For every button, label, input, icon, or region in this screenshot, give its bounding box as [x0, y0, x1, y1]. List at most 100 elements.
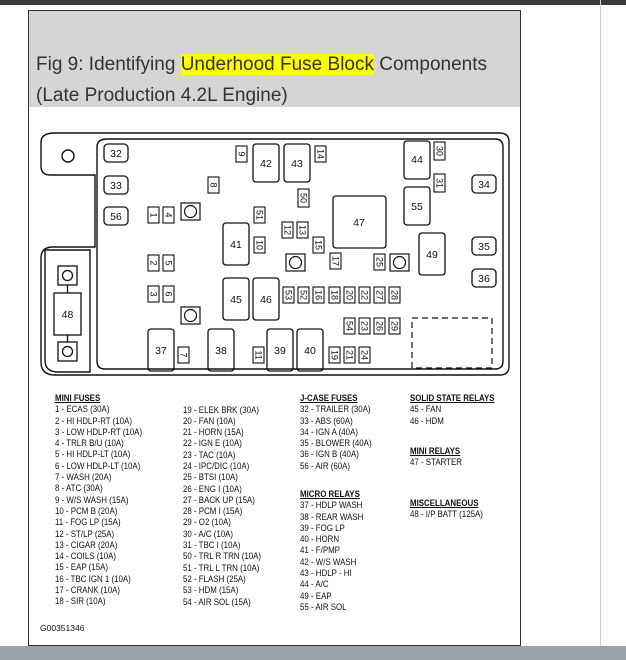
mini-fuse-52	[297, 286, 310, 304]
mini-fuse-label-29: 29	[390, 321, 400, 331]
battery-fuse-terminal-bottom	[57, 341, 78, 362]
mini-fuse-27	[373, 286, 386, 304]
relay-39	[266, 328, 294, 372]
legend-item: 10 - PCM B (20A)	[55, 505, 118, 516]
mini-fuse-label-25: 25	[375, 257, 385, 267]
socket-3	[389, 253, 410, 272]
relay-38	[207, 328, 235, 372]
mini-fuse-11	[252, 346, 265, 364]
mini-fuse-12	[281, 221, 294, 239]
jcase-fuse-56	[103, 206, 129, 226]
legend-item: 18 - SIR (10A)	[55, 596, 106, 607]
legend-jcase-list: 32 - TRAILER (30A)33 - ABS (60A)34 - IGN…	[300, 404, 372, 472]
legend-item: 4 - TRLR B/U (10A)	[55, 438, 124, 449]
fuse-block-inner-outline	[96, 138, 504, 370]
mini-fuse-label-20: 20	[345, 290, 355, 300]
label-46: 46	[260, 294, 272, 306]
relay-45	[222, 277, 250, 321]
mini-fuse-14	[314, 145, 327, 163]
browser-bottom-bar	[0, 646, 626, 660]
legend-item: 7 - WASH (20A)	[55, 472, 112, 483]
legend-item: 8 - ATC (30A)	[55, 483, 103, 494]
mini-fuse-label-31: 31	[435, 178, 445, 188]
label-39: 39	[274, 345, 286, 357]
label-33: 33	[110, 180, 122, 192]
mini-fuse-20	[343, 286, 356, 304]
mini-fuse-label-11: 11	[254, 350, 264, 359]
legend-item: 40 - HORN	[300, 534, 340, 545]
figure-frame	[28, 10, 521, 646]
legend-mini-fuses-2: 19 - ELEK BRK (30A)20 - FAN (10A)21 - HO…	[183, 405, 261, 608]
label-38: 38	[215, 345, 227, 357]
legend-item: 12 - ST/LP (25A)	[55, 528, 115, 539]
legend-item: 39 - FOG LP	[300, 522, 345, 533]
mini-fuse-24	[358, 346, 371, 364]
mini-fuse-23	[358, 317, 371, 335]
legend-item: 30 - A/C (10A)	[183, 528, 234, 539]
mini-fuse-label-54: 54	[345, 321, 355, 331]
relay-37	[147, 328, 175, 372]
caption-line2: (Late Production 4.2L Engine)	[36, 85, 288, 106]
mini-fuse-label-14: 14	[316, 149, 326, 159]
legend-mini-fuses: MINI FUSES 1 - ECAS (30A)2 - HI HDLP-RT …	[55, 393, 142, 608]
label-49: 49	[426, 249, 438, 261]
legend-item: 2 - HI HDLP-RT (10A)	[55, 415, 132, 426]
mini-fuse-label-13: 13	[298, 225, 308, 235]
jcase-fuse-34	[471, 174, 497, 194]
mini-fuse-label-2: 2	[149, 260, 159, 265]
part-number: G00351346	[40, 623, 85, 633]
legend-item: 5 - HI HDLP-LT (10A)	[55, 449, 131, 460]
mini-fuse-label-28: 28	[390, 290, 400, 300]
legend-heading-mini-fuses: MINI FUSES	[55, 393, 101, 403]
legend-item: 6 - LOW HDLP-LT (10A)	[55, 460, 141, 471]
mini-fuse-22	[358, 286, 371, 304]
legend-misc-list: 48 - I/P BATT (125A)	[410, 509, 483, 520]
legend-item: 16 - TBC IGN 1 (10A)	[55, 573, 131, 584]
mini-fuse-13	[296, 221, 309, 239]
mini-fuse-21	[343, 346, 356, 364]
legend-item: 27 - BACK UP (15A)	[183, 494, 255, 505]
mini-fuse-label-19: 19	[330, 350, 340, 360]
legend-mini-fuses-col1: 1 - ECAS (30A)2 - HI HDLP-RT (10A)3 - LO…	[55, 404, 142, 607]
legend-item: 50 - TRL R TRN (10A)	[183, 551, 262, 562]
browser-top-bar	[0, 0, 626, 5]
legend-item: 36 - IGN B (40A)	[300, 449, 359, 460]
mini-fuse-label-6: 6	[164, 291, 174, 296]
legend-item: 42 - W/S WASH	[300, 556, 357, 567]
legend-item: 56 - AIR (60A)	[300, 460, 351, 471]
mini-fuse-30	[433, 141, 446, 161]
mini-fuse-label-5: 5	[164, 260, 174, 265]
legend-item: 32 - TRAILER (30A)	[300, 404, 371, 415]
mini-fuse-18	[328, 286, 341, 304]
mini-fuse-51	[253, 206, 266, 224]
legend-item: 9 - W/S WASH (15A)	[55, 494, 129, 505]
legend-item: 31 - TBC I (10A)	[183, 540, 241, 551]
legend-item: 20 - FAN (10A)	[183, 415, 236, 426]
legend-item: 21 - HORN (15A)	[183, 427, 244, 438]
relay-49	[418, 232, 446, 276]
caption-highlight: Underhood Fuse Block	[180, 54, 374, 75]
mini-fuse-31	[433, 173, 446, 193]
legend-item: 3 - LOW HDLP-RT (10A)	[55, 426, 143, 437]
mini-fuse-label-27: 27	[375, 290, 385, 300]
legend-item: 24 - IPC/DIC (10A)	[183, 460, 250, 471]
mini-fuse-label-24: 24	[360, 350, 370, 360]
legend-item: 29 - O2 (10A)	[183, 517, 231, 528]
mini-fuse-16	[312, 286, 325, 304]
label-45: 45	[230, 294, 242, 306]
mini-fuse-label-12: 12	[283, 225, 293, 235]
legend-item: 22 - IGN E (10A)	[183, 438, 242, 449]
mini-fuse-label-23: 23	[360, 321, 370, 331]
legend-item: 55 - AIR SOL	[300, 601, 347, 612]
label-43: 43	[291, 158, 303, 170]
mini-fuse-17	[329, 252, 342, 270]
battery-fuse-housing	[44, 249, 91, 373]
fuse-block-outline	[40, 132, 510, 376]
legend-item: 33 - ABS (60A)	[300, 415, 353, 426]
caption-prefix: Fig 9: Identifying	[36, 54, 181, 75]
socket-1	[180, 202, 201, 221]
